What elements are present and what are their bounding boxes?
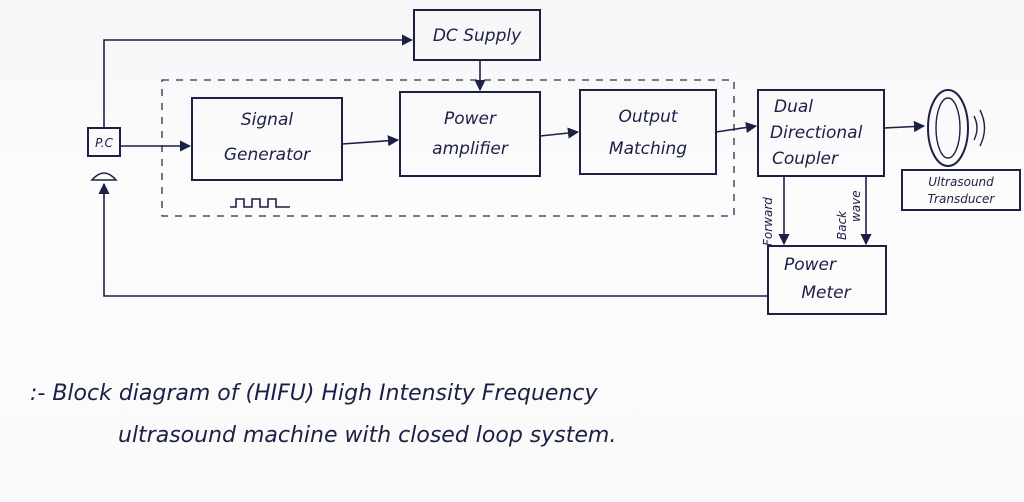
waveform-icon	[230, 198, 290, 208]
dc-supply-label: DC Supply	[433, 26, 522, 46]
output-matching-label-line1: Output	[618, 107, 678, 127]
transducer-label-box	[901, 169, 1021, 211]
output-matching-block	[579, 89, 717, 175]
caption-line2: ultrasound machine with closed loop syst…	[118, 423, 616, 448]
generator-to-amplifier-line	[341, 135, 400, 147]
power-meter-label-line2: Meter	[801, 283, 851, 303]
power-amplifier-label-line1: Power	[444, 109, 497, 129]
back-label: Back	[835, 210, 849, 240]
amplifier-to-matching-line	[539, 127, 580, 139]
wave-emission-icon	[973, 109, 986, 147]
caption-line1: :- Block diagram of (HIFU) High Intensit…	[30, 381, 598, 406]
pc-base-icon	[90, 172, 118, 181]
coupler-label-line2: Directional	[770, 123, 863, 143]
power-amplifier-label-line2: amplifier	[432, 139, 509, 159]
coupler-label-line1: Dual	[774, 97, 813, 117]
transducer-inner-icon	[935, 97, 961, 159]
coupler-to-transducer-line	[883, 120, 926, 133]
feedback-to-pc-line	[98, 182, 768, 297]
pc-to-dc-supply-line	[103, 34, 414, 128]
transducer-label-line2: Transducer	[928, 192, 996, 206]
transducer-label-line1: Ultrasound	[928, 175, 994, 189]
power-meter-block	[767, 245, 887, 315]
power-amplifier-block	[399, 91, 541, 177]
output-matching-label-line2: Matching	[609, 139, 687, 159]
coupler-label-line3: Coupler	[772, 149, 839, 169]
signal-generator-block	[191, 97, 343, 181]
transducer-icon	[927, 89, 969, 167]
wave-label: wave	[849, 190, 863, 222]
forward-label: Forward	[761, 197, 775, 246]
power-meter-label-line1: Power	[784, 255, 837, 275]
dual-directional-coupler-block	[757, 89, 885, 177]
matching-to-coupler-line	[715, 121, 758, 134]
dashed-subsystem-boundary	[161, 79, 735, 217]
dc-supply-block	[413, 9, 541, 61]
signal-generator-label-line1: Signal	[241, 110, 293, 130]
signal-generator-label-line2: Generator	[224, 145, 311, 165]
pc-label: P.C	[95, 136, 113, 150]
